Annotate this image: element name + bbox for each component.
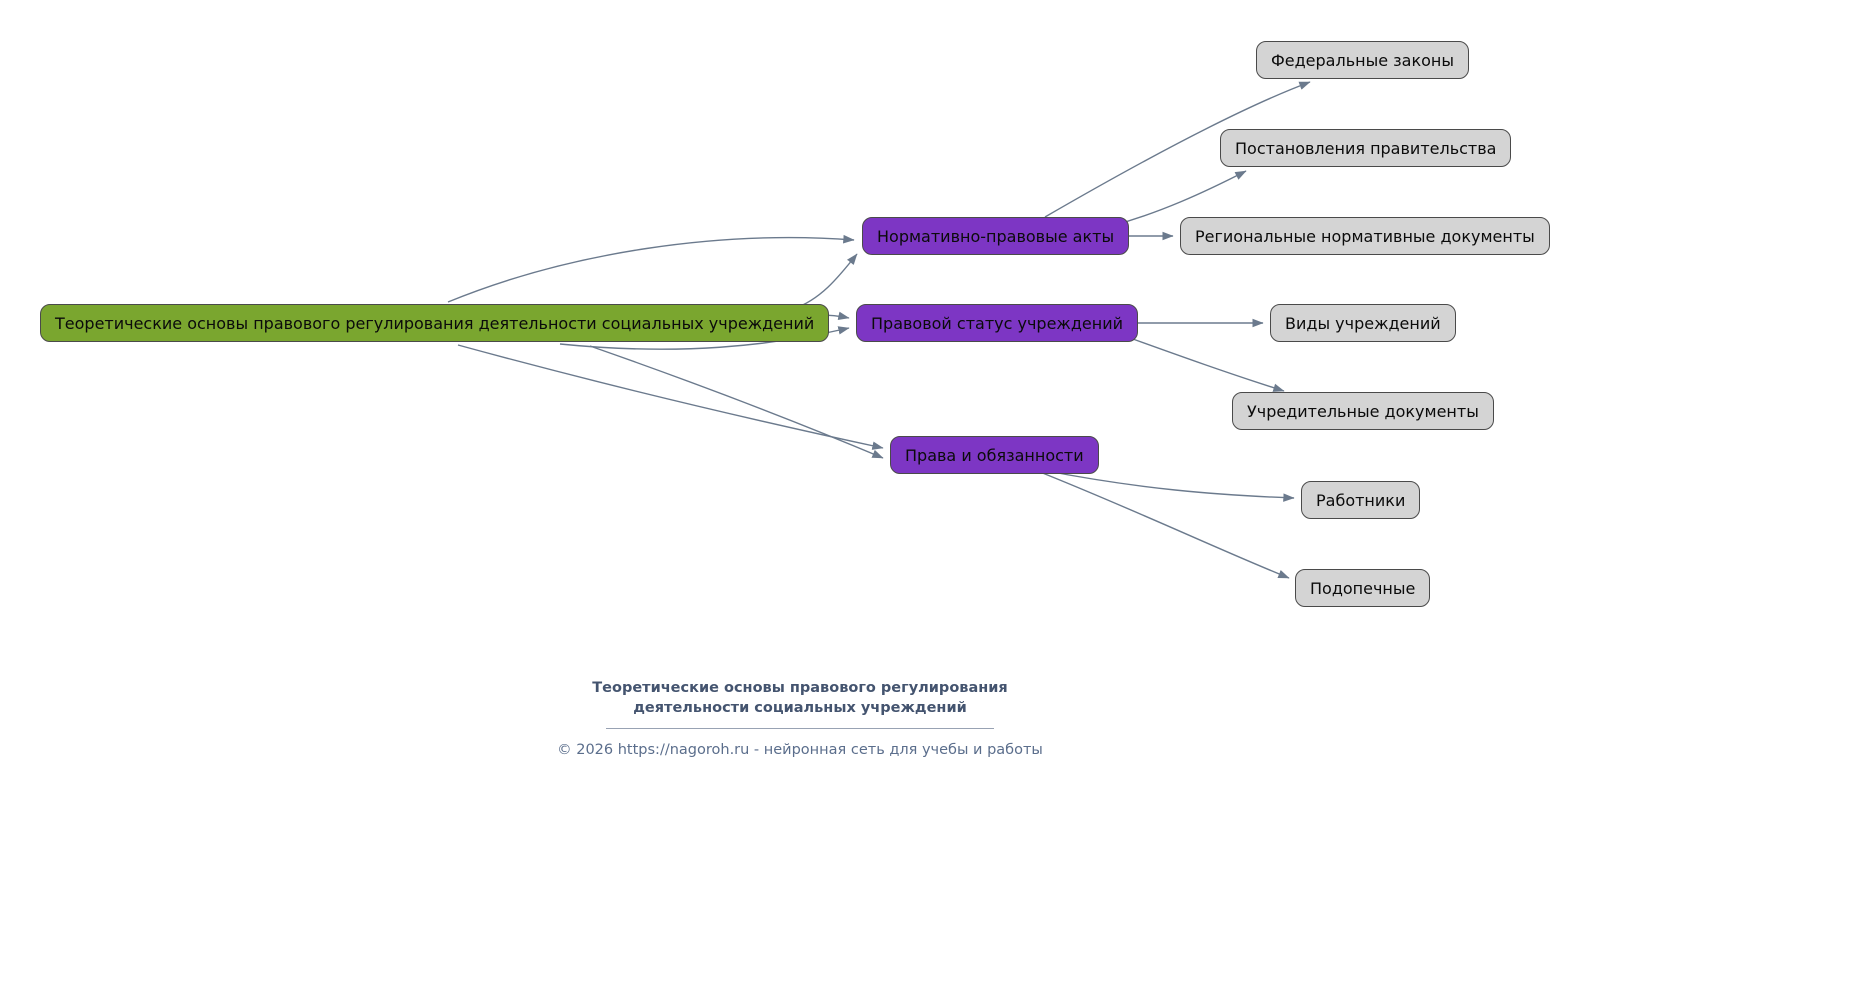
node-regional-documents: Региональные нормативные документы xyxy=(1180,217,1550,255)
edge-rights-to-employees xyxy=(1041,469,1295,502)
node-root-topic: Теоретические основы правового регулиров… xyxy=(40,304,830,342)
footer-copyright: © 2026 https://nagoroh.ru - нейронная се… xyxy=(0,742,1600,758)
edge-root-to-normative-1 xyxy=(447,234,855,303)
node-founding-documents: Учредительные документы xyxy=(1232,392,1494,430)
footer-divider xyxy=(606,727,994,729)
node-institution-types: Виды учреждений xyxy=(1270,304,1456,342)
edge-status-to-founding-docs xyxy=(1118,333,1285,392)
edge-root-to-rights-2 xyxy=(589,345,884,459)
node-employees: Работники xyxy=(1301,481,1421,519)
edge-rights-to-wards xyxy=(1039,471,1290,579)
node-federal-laws: Федеральные законы xyxy=(1256,41,1470,79)
node-normative-legal-acts: Нормативно-правовые акты xyxy=(862,217,1130,255)
site-link[interactable]: https://nagoroh.ru xyxy=(617,741,750,758)
edge-root-to-rights-1 xyxy=(457,344,884,450)
footer-title: Теоретические основы правового регулиров… xyxy=(0,678,1600,719)
node-legal-status: Правовой статус учреждений xyxy=(856,304,1139,342)
edge-root-to-normative-2 xyxy=(792,253,858,310)
footer-title-line2: деятельности социальных учреждений xyxy=(633,700,967,717)
footer: Теоретические основы правового регулиров… xyxy=(0,678,1600,758)
copyright-prefix: © 2026 xyxy=(557,741,618,758)
copyright-suffix: - нейронная сеть для учебы и работы xyxy=(749,741,1043,758)
node-government-decrees: Постановления правительства xyxy=(1220,129,1512,167)
node-rights-and-duties: Права и обязанности xyxy=(890,436,1099,474)
node-wards: Подопечные xyxy=(1295,569,1431,607)
footer-title-line1: Теоретические основы правового регулиров… xyxy=(592,680,1008,696)
